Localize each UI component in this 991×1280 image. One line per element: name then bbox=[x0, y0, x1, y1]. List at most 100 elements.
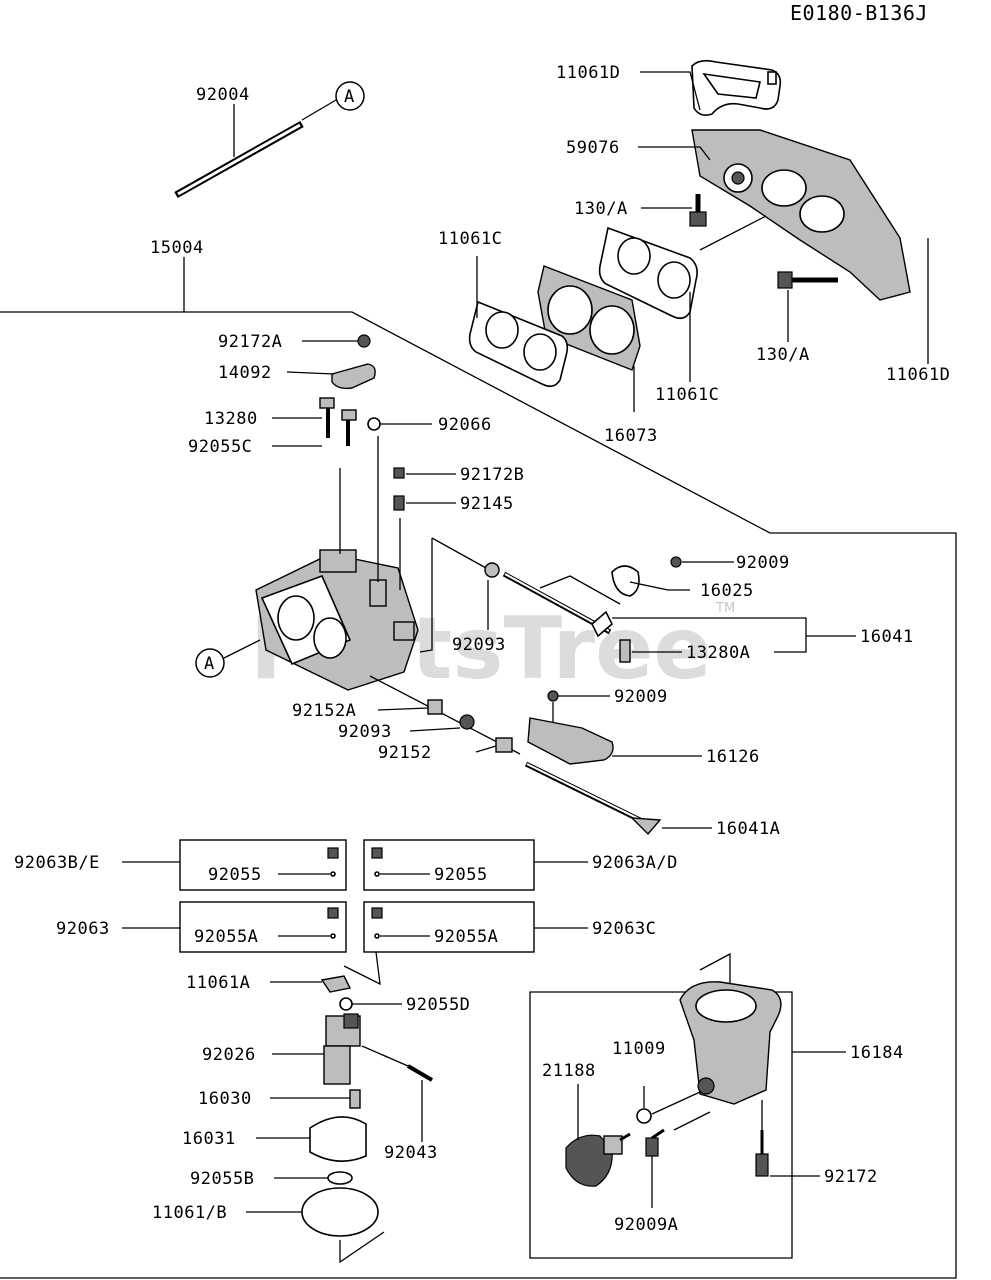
jet-box-92063BE: 92055 bbox=[179, 839, 347, 891]
label-11061B: 11061/B bbox=[152, 1203, 227, 1223]
leader-shaft-bracket bbox=[419, 538, 433, 653]
label-11061D-right: 11061D bbox=[886, 365, 950, 385]
part-11061A-gasket[interactable] bbox=[320, 975, 352, 993]
label-92063: 92063 bbox=[56, 919, 110, 939]
part-13280A-screw[interactable] bbox=[619, 639, 631, 663]
label-16184: 16184 bbox=[850, 1043, 904, 1063]
svg-text:A: A bbox=[344, 87, 355, 107]
assembly-boundary-15004 bbox=[0, 257, 957, 1279]
part-92009A-screw[interactable] bbox=[645, 1128, 665, 1157]
label-21188: 21188 bbox=[542, 1061, 596, 1081]
watermark-tm: TM bbox=[715, 601, 735, 616]
label-92009-mid: 92009 bbox=[614, 687, 668, 707]
part-16184-pump-body[interactable] bbox=[679, 981, 782, 1105]
label-92172B: 92172B bbox=[460, 465, 524, 485]
part-21188-solenoid-valve[interactable] bbox=[565, 1132, 631, 1187]
part-16031-float[interactable] bbox=[309, 1116, 367, 1162]
label-92063BE: 92063B/E bbox=[14, 853, 100, 873]
label-92055-right: 92055 bbox=[434, 865, 488, 885]
part-16073-insulator[interactable] bbox=[537, 265, 641, 371]
label-11061C-right: 11061C bbox=[655, 385, 719, 405]
label-92152: 92152 bbox=[378, 743, 432, 763]
box-16184-assembly bbox=[529, 991, 846, 1259]
label-92152A: 92152A bbox=[292, 701, 356, 721]
part-59076-manifold[interactable] bbox=[691, 129, 911, 301]
label-92043: 92043 bbox=[384, 1143, 438, 1163]
label-92093-right: 92093 bbox=[452, 635, 506, 655]
part-92043-pin[interactable] bbox=[406, 1064, 434, 1082]
jet-box-92063: 92055A bbox=[179, 901, 347, 953]
part-16030-needle[interactable] bbox=[349, 1089, 361, 1109]
label-11061C-left: 11061C bbox=[438, 229, 502, 249]
label-92055-left: 92055 bbox=[208, 865, 262, 885]
label-92055C: 92055C bbox=[188, 437, 252, 457]
part-16041-lever[interactable] bbox=[591, 610, 613, 638]
part-92093-seal-left[interactable] bbox=[459, 714, 475, 730]
part-carburetor-body[interactable] bbox=[255, 549, 419, 691]
label-130A-right: 130/A bbox=[756, 345, 810, 365]
part-130A-bolt-right[interactable] bbox=[777, 271, 838, 289]
label-92055A-right: 92055A bbox=[434, 927, 498, 947]
part-11061B-gasket[interactable] bbox=[301, 1187, 379, 1237]
label-92009A: 92009A bbox=[614, 1215, 678, 1235]
part-92009-screw-top[interactable] bbox=[670, 556, 682, 568]
part-16025-valve[interactable] bbox=[611, 565, 640, 597]
jet-box-92063C: 92055A bbox=[363, 901, 535, 953]
label-59076: 59076 bbox=[566, 138, 620, 158]
label-92055B: 92055B bbox=[190, 1169, 254, 1189]
diagram-code: E0180-B136J bbox=[790, 1, 928, 25]
leader-shaft-bracket-2 bbox=[431, 537, 487, 569]
svg-text:A: A bbox=[204, 654, 215, 674]
label-92145: 92145 bbox=[460, 494, 514, 514]
label-16031: 16031 bbox=[182, 1129, 236, 1149]
label-92172A: 92172A bbox=[218, 332, 282, 352]
label-13280: 13280 bbox=[204, 409, 258, 429]
part-92026-solenoid[interactable] bbox=[323, 1013, 361, 1085]
part-11061D-gasket-top[interactable] bbox=[691, 59, 782, 116]
part-14092-plate[interactable] bbox=[331, 363, 376, 390]
label-92066: 92066 bbox=[438, 415, 492, 435]
part-11009-washer[interactable] bbox=[636, 1108, 652, 1124]
label-16041: 16041 bbox=[860, 627, 914, 647]
label-16126: 16126 bbox=[706, 747, 760, 767]
label-92004: 92004 bbox=[196, 85, 250, 105]
part-11061C-gasket-right[interactable] bbox=[598, 226, 698, 320]
part-92004-stud[interactable] bbox=[174, 99, 337, 199]
part-92055B-oring[interactable] bbox=[327, 1171, 353, 1185]
part-92172A-screw[interactable] bbox=[357, 334, 371, 348]
label-92026: 92026 bbox=[202, 1045, 256, 1065]
callout-a-body: A bbox=[195, 648, 225, 678]
part-92009-screw-mid[interactable] bbox=[547, 690, 559, 702]
part-92172B-screw[interactable] bbox=[393, 467, 405, 479]
label-16025: 16025 bbox=[700, 581, 754, 601]
part-92066-oring[interactable] bbox=[367, 417, 381, 431]
part-130A-bolt-left[interactable] bbox=[689, 194, 707, 227]
label-92055A-left: 92055A bbox=[194, 927, 258, 947]
part-92152A-bushing[interactable] bbox=[427, 699, 443, 715]
callout-a-top: A bbox=[335, 81, 365, 111]
part-92055D-oring[interactable] bbox=[339, 997, 353, 1011]
part-92093-seal-right[interactable] bbox=[484, 562, 500, 578]
label-92063AD: 92063A/D bbox=[592, 853, 678, 873]
jet-box-92063AD: 92055 bbox=[363, 839, 535, 891]
label-16073: 16073 bbox=[604, 426, 658, 446]
label-14092: 14092 bbox=[218, 363, 272, 383]
part-13280-screws[interactable] bbox=[319, 397, 357, 446]
label-16030: 16030 bbox=[198, 1089, 252, 1109]
label-130A-left: 130/A bbox=[574, 199, 628, 219]
alignment-line bbox=[699, 215, 767, 251]
label-16041A: 16041A bbox=[716, 819, 780, 839]
part-16126-plate[interactable] bbox=[527, 717, 614, 765]
part-92152-bushing[interactable] bbox=[495, 737, 513, 753]
label-11061D-top: 11061D bbox=[556, 63, 620, 83]
label-15004: 15004 bbox=[150, 238, 204, 258]
label-92172: 92172 bbox=[824, 1167, 878, 1187]
part-11061C-gasket-left[interactable] bbox=[468, 300, 569, 388]
label-92055D: 92055D bbox=[406, 995, 470, 1015]
label-92009-top: 92009 bbox=[736, 553, 790, 573]
label-11061A: 11061A bbox=[186, 973, 250, 993]
label-92063C: 92063C bbox=[592, 919, 656, 939]
part-92145-spring[interactable] bbox=[393, 495, 405, 511]
part-92172-screw[interactable] bbox=[755, 1130, 769, 1177]
